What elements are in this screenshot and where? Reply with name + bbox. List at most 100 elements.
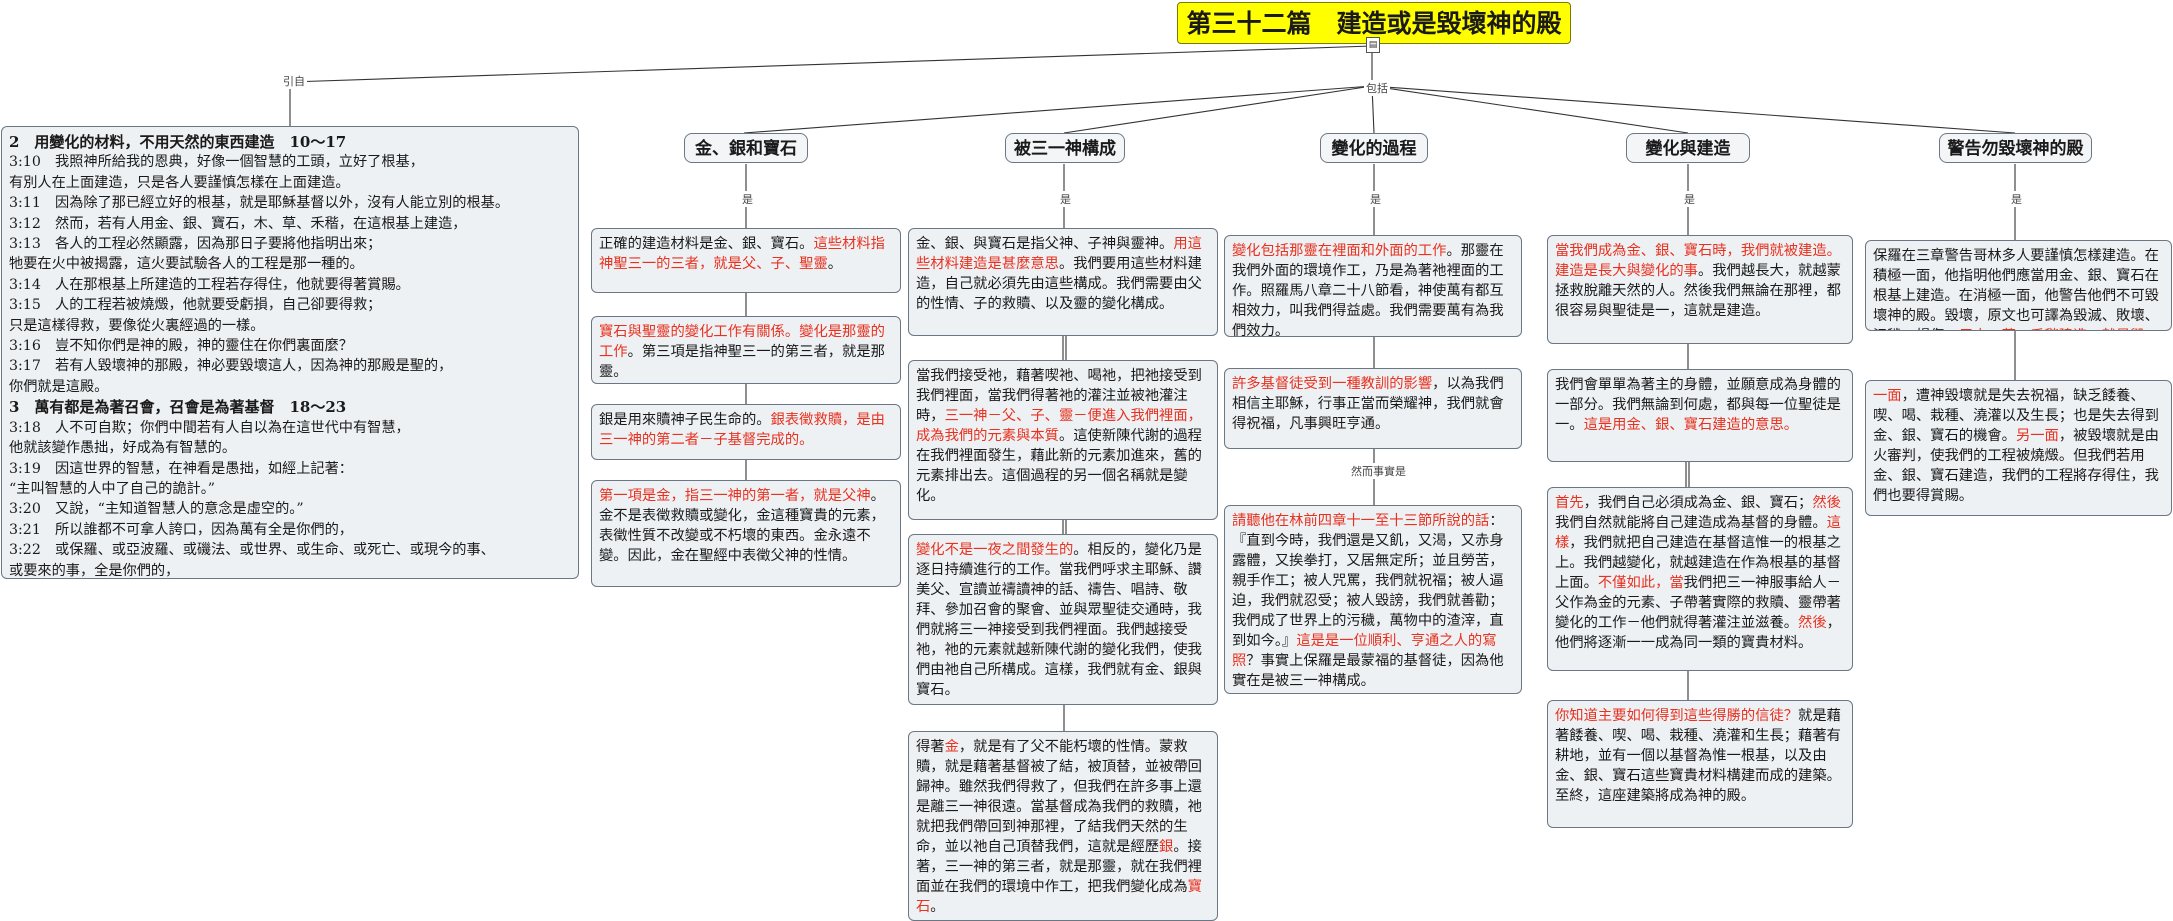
note-building-4[interactable]: 你知道主要如何得到這些得勝的信徒？就是藉著餧養、喫、喝、栽種、澆灌和生長；藉著有… — [1547, 700, 1853, 828]
note-text: ，被毀壞就是由火審判，使我們的工程被燒燬。但我們若用金、銀、寶石建造，我們的工程… — [1873, 428, 2159, 504]
note-process-3[interactable]: 請聽他在林前四章十一至十三節所說的話：『直到今時，我們還是又飢，又渴，又赤身露體… — [1224, 505, 1522, 694]
scripture-line: 3:19 因這世界的智慧，在神看是愚拙，如經上記著： — [9, 460, 353, 477]
note-text: 。金不是表徵救贖或變化，金這種寶貴的元素，表徵性質不改變或不朽壞的東西。金永遠不… — [599, 488, 885, 564]
note-highlight-text: 一面 — [1873, 388, 1902, 404]
scripture-line: 3:14 人在那根基上所建造的工程若存得住，他就要得著賞賜。 — [9, 276, 410, 293]
note-text: 我們把三一神服事給人－父作為金的元素、子帶著實際的救贖、靈帶著變化的工作－他們就… — [1555, 575, 1841, 631]
scripture-line: 3:13 各人的工程必然顯露，因為那日子要將他指明出來； — [9, 236, 382, 253]
note-gold-3[interactable]: 銀是用來贖神子民生命的。銀表徵救贖，是由三一神的第二者－子基督完成的。 — [591, 404, 901, 460]
note-text: 。第三項是指神聖三一的第三者，就是那靈。 — [599, 344, 885, 380]
note-icon[interactable]: ▤ — [1366, 37, 1380, 53]
scripture-heading: 2 用變化的材料，不用天然的東西建造 10～17 — [9, 133, 347, 151]
note-highlight-text: 用這些材料建造是甚麼意思 — [916, 236, 1202, 272]
note-highlight-text: 銀表徵救贖，是由三一神的第二者－子基督完成的。 — [599, 412, 885, 448]
topic-process-of-transformation[interactable]: 變化的過程 — [1320, 133, 1428, 163]
note-highlight-text: 然後 — [1812, 495, 1841, 511]
scripture-quote-note[interactable]: 2 用變化的材料，不用天然的東西建造 10～17 3:10 我照神所給我的恩典，好… — [1, 126, 579, 579]
topic-transformation-and-building[interactable]: 變化與建造 — [1626, 133, 1750, 163]
scripture-line: 你們就是這殿。 — [9, 378, 109, 395]
note-warning-1[interactable]: 保羅在三章警告哥林多人要謹慎怎樣建造。在積極一面，他指明他們應當用金、銀、寶石在… — [1865, 240, 2172, 331]
note-highlight-text: 請聽他在林前四章十一至十三節所說的話 — [1232, 513, 1490, 529]
scripture-line: 3:21 所以誰都不可拿人誇口，因為萬有全是你們的， — [9, 521, 353, 538]
note-text: 。相反的，變化乃是逐日持續進行的工作。當我們呼求主耶穌、讚美父、宣讀並禱讀神的話… — [916, 542, 1202, 698]
note-process-1[interactable]: 變化包括那靈在裡面和外面的工作。那靈在我們外面的環境作工，乃是為著祂裡面的工作。… — [1224, 235, 1522, 337]
note-triune-2[interactable]: 當我們接受祂，藉著喫祂、喝祂，把祂接受到我們裡面，當我們得著祂的灌注並被祂灌注時… — [908, 360, 1218, 520]
note-text: ，他們將逐漸一一成為同一類的寶貴材料。 — [1555, 615, 1841, 651]
note-text: ，就是有了父不能朽壞的性情。蒙救贖，就是藉著基督被了結，被頂替，並被帶回歸神。雖… — [916, 739, 1202, 855]
note-highlight-text: 你知道主要如何得到這些得勝的信徒？ — [1555, 708, 1799, 724]
note-highlight-text: 不僅如此，當 — [1597, 575, 1684, 591]
scripture-heading: 3 萬有都是為著召會，召會是為著基督 18～23 — [9, 398, 347, 417]
scripture-line: 3:12 然而，若有人用金、銀、寶石，木、草、禾稭，在這根基上建造， — [9, 215, 467, 232]
scripture-line: 3:18 人不可自欺；你們中間若有人自以為在這世代中有智慧， — [9, 419, 410, 436]
note-gold-2[interactable]: 寶石與聖靈的變化工作有關係。變化是那靈的工作。第三項是指神聖三一的第三者，就是那… — [591, 316, 901, 384]
scripture-line: 3:17 若有人毀壞神的那殿，神必要毀壞這人，因為神的那殿是聖的， — [9, 358, 453, 375]
scripture-line: 有別人在上面建造，只是各人要謹慎怎樣在上面建造。 — [9, 174, 350, 191]
note-highlight-text: 這是是一位順利、亨通之人的寫照 — [1232, 633, 1497, 669]
note-text: 我們會單單為著主的身體，並願意成為身體的一部分。我們無論到何處，都與每一位聖徒是… — [1555, 377, 1841, 433]
scripture-line: 3:16 豈不知你們是神的殿，神的靈住在你們裏面麼？ — [9, 338, 353, 355]
note-text: ，以為我們相信主耶穌，行事正當而榮耀神，我們就會得祝福，凡事興旺亨通。 — [1232, 376, 1504, 432]
note-triune-1[interactable]: 金、銀、與寶石是指父神、子神與靈神。用這些材料建造是甚麼意思。我們要用這些材料建… — [908, 228, 1218, 336]
note-highlight-text: 三一神－父、子、靈－便進入我們裡面，成為我們的元素與本質 — [916, 408, 1202, 444]
note-text: 。 — [827, 256, 843, 272]
note-highlight-text: 首先 — [1555, 495, 1584, 511]
edge-label-is: 是 — [1058, 191, 1073, 207]
note-text: 。我們要用這些材料建造，自己就必須先由這些構成。我們需要由父的性情、子的救贖、以… — [916, 256, 1202, 312]
note-highlight-text: 當我們成為金、銀、寶石時，我們就被建造。建造是長大與變化的事 — [1555, 243, 1841, 279]
note-text: 。這使新陳代謝的過程在我們裡面發生，藉此新的元素加進來，舊的元素排出去。這個過程… — [916, 428, 1202, 504]
note-text: 。那靈在我們外面的環境作工，乃是為著祂裡面的工作。照羅馬八章二十八節看，神使萬有… — [1232, 243, 1504, 337]
note-text: ，我們自己必須成為金、銀、寶石； — [1583, 495, 1813, 511]
scripture-line: 牠要在火中被揭露，這火要試驗各人的工程是那一種的。 — [9, 256, 364, 273]
note-highlight-text: 銀 — [1159, 839, 1174, 855]
note-highlight-text: 然後 — [1798, 615, 1827, 631]
scripture-line: 3:15 人的工程若被燒燬，他就要受虧損，自己卻要得救； — [9, 297, 382, 314]
note-text: 。我們越長大，就越蒙拯救脫離天然的人。然後我們無論在那裡，都很容易與聖徒是一，這… — [1555, 263, 1841, 319]
scripture-line: 3:20 又說，“主知道智慧人的意念是虛空的。” — [9, 501, 304, 518]
note-triune-3[interactable]: 變化不是一夜之間發生的。相反的，變化乃是逐日持續進行的工作。當我們呼求主耶穌、讚… — [908, 534, 1218, 705]
note-text: ，遭神毀壞就是失去祝福，缺乏餧養、喫、喝、栽種、澆灌以及生長；也是失去得到金、銀… — [1873, 388, 2159, 444]
note-highlight-text: 另一面 — [2015, 428, 2059, 444]
note-highlight-text: 這些材料指神聖三一的三者，就是父、子、聖靈 — [599, 236, 885, 272]
note-highlight-text: 用木、草、禾稭建造，就是毀壞、損傷神的建造 — [1873, 328, 2145, 330]
note-highlight-text: 金 — [944, 739, 959, 755]
note-highlight-text: 寶石與聖靈的變化工作有關係。變化是那靈的工作 — [599, 324, 885, 360]
note-text: 銀是用來贖神子民生命的。 — [599, 412, 771, 428]
note-gold-1[interactable]: 正確的建造材料是金、銀、寶石。這些材料指神聖三一的三者，就是父、子、聖靈。 — [591, 228, 901, 293]
edge-label-is: 是 — [2009, 191, 2024, 207]
note-highlight-text: 變化不是一夜之間發生的 — [916, 542, 1074, 558]
edge-label-is: 是 — [1682, 191, 1697, 207]
note-text: 。 — [930, 899, 945, 915]
note-text: 保羅在三章警告哥林多人要謹慎怎樣建造。在積極一面，他指明他們應當用金、銀、寶石在… — [1873, 248, 2159, 330]
note-highlight-text: 這是用金、銀、寶石建造的意思。 — [1583, 417, 1799, 433]
note-text: 當我們接受祂，藉著喫祂、喝祂，把祂接受到我們裡面，當我們得著祂的灌注並被祂灌注時… — [916, 368, 1202, 424]
note-highlight-text: 寶石 — [916, 879, 1202, 915]
note-highlight-text: 這樣 — [1555, 515, 1841, 551]
note-building-1[interactable]: 當我們成為金、銀、寶石時，我們就被建造。建造是長大與變化的事。我們越長大，就越蒙… — [1547, 235, 1853, 344]
scripture-line: 只是這樣得救，要像從火裏經過的一樣。 — [9, 317, 265, 334]
scripture-line: 他就該變作愚拙，好成為有智慧的。 — [9, 440, 237, 457]
root-title[interactable]: 第三十二篇 建造或是毀壞神的殿 — [1177, 2, 1571, 44]
topic-warning-not-to-destroy[interactable]: 警告勿毀壞神的殿 — [1939, 133, 2092, 163]
note-text: ，我們就把自己建造在基督這惟一的根基之上。我們越變化，就越建造在作為根基的基督上… — [1555, 535, 1841, 591]
note-process-2[interactable]: 許多基督徒受到一種教訓的影響，以為我們相信主耶穌，行事正當而榮耀神，我們就會得祝… — [1224, 368, 1522, 449]
note-text: ：『直到今時，我們還是又飢，又渴，又赤身露體，又挨拳打，又居無定所；並且勞苦，親… — [1232, 513, 1504, 649]
note-building-2[interactable]: 我們會單單為著主的身體，並願意成為身體的一部分。我們無論到何處，都與每一位聖徒是… — [1547, 369, 1853, 462]
note-text: 就是藉著餧養、喫、喝、栽種、澆灌和生長；藉著有耕地，並有一個以基督為惟一根基，以… — [1555, 708, 1841, 804]
note-triune-4[interactable]: 得著金，就是有了父不能朽壞的性情。蒙救贖，就是藉著基督被了結，被頂替，並被帶回歸… — [908, 731, 1218, 921]
note-warning-2[interactable]: 一面，遭神毀壞就是失去祝福，缺乏餧養、喫、喝、栽種、澆灌以及生長；也是失去得到金… — [1865, 380, 2172, 516]
note-highlight-text: 第一項是金，指三一神的第一者，就是父神 — [599, 488, 871, 504]
edge-label-is: 是 — [1368, 191, 1383, 207]
note-highlight-text: 許多基督徒受到一種教訓的影響 — [1232, 376, 1433, 392]
topic-gold-silver-stones[interactable]: 金、銀和寶石 — [684, 133, 808, 163]
note-text: 正確的建造材料是金、銀、寶石。 — [599, 236, 814, 252]
note-building-3[interactable]: 首先，我們自己必須成為金、銀、寶石；然後我們自然就能將自己建造成為基督的身體。這… — [1547, 487, 1853, 671]
topic-constituted-by-triune-god[interactable]: 被三一神構成 — [1005, 133, 1125, 163]
note-text: 我們自然就能將自己建造成為基督的身體。 — [1555, 515, 1827, 531]
edge-label-however: 然而事實是 — [1349, 463, 1408, 479]
scripture-line: 3:10 我照神所給我的恩典，好像一個智慧的工頭，立好了根基， — [9, 154, 424, 171]
note-text: ？事實上保羅是最蒙福的基督徒，因為他實在是被三一神構成。 — [1232, 653, 1504, 689]
note-text: 金、銀、與寶石是指父神、子神與靈神。 — [916, 236, 1174, 252]
note-gold-4[interactable]: 第一項是金，指三一神的第一者，就是父神。金不是表徵救贖或變化，金這種寶貴的元素，… — [591, 480, 901, 587]
scripture-line: 或要來的事，全是你們的， — [9, 562, 180, 579]
